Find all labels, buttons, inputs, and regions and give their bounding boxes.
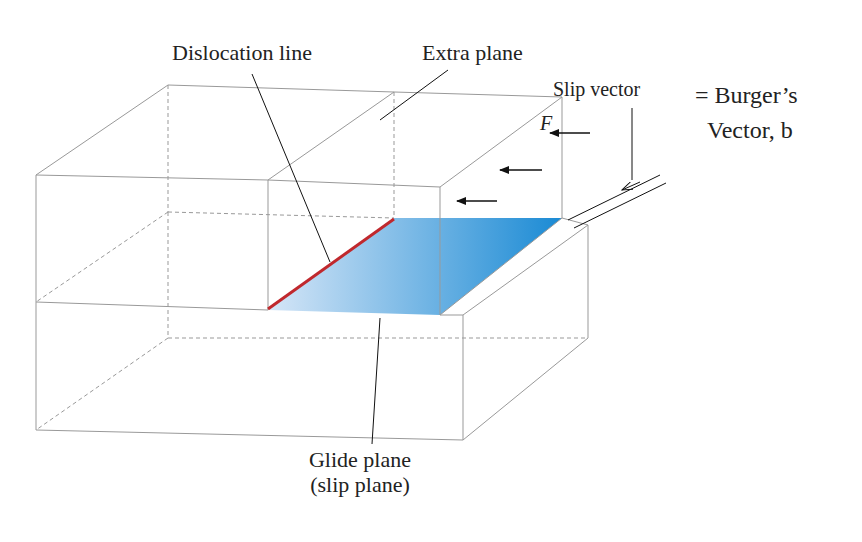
annotation-text: Vector, b bbox=[707, 117, 793, 145]
part-label: Glide plane (slip plane) bbox=[290, 447, 430, 498]
part-label: Dislocation line bbox=[172, 40, 312, 65]
part-label: Slip vector bbox=[553, 78, 640, 101]
force-symbol: F bbox=[540, 112, 552, 135]
annotation-text: = Burger’s bbox=[695, 82, 798, 110]
part-label: Extra plane bbox=[422, 40, 523, 65]
